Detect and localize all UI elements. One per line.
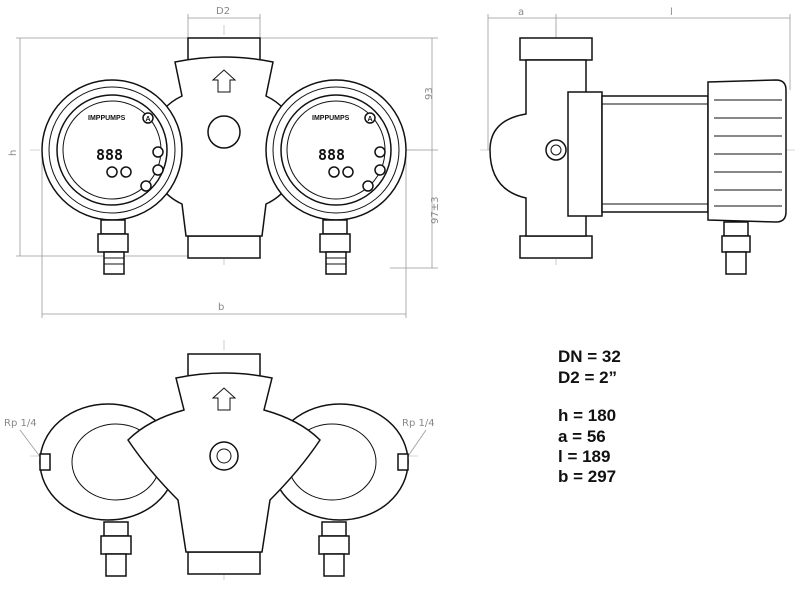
power-button-right[interactable] — [362, 180, 374, 192]
dim-93-label: 93 — [424, 87, 435, 100]
cable-gland-right — [319, 219, 351, 275]
dim-h: h — [8, 37, 190, 257]
display-left: 888 — [96, 146, 123, 164]
cable-gland-left — [97, 219, 129, 275]
power-button-left[interactable] — [140, 180, 152, 192]
dim-h-label: h — [8, 150, 19, 156]
button-left-b[interactable] — [120, 166, 132, 178]
minus-button-right[interactable] — [374, 146, 386, 158]
dim-l-label: l — [670, 7, 673, 18]
side-cable-gland — [721, 221, 751, 275]
dim-d2: D2 — [187, 6, 261, 38]
dim-l: l — [556, 7, 791, 90]
display-right: 888 — [318, 146, 345, 164]
spec-block: DN = 32 D2 = 2” h = 180 a = 56 l = 189 b… — [558, 347, 621, 486]
side-terminal-box — [707, 79, 787, 223]
mode-button-left[interactable] — [142, 112, 154, 124]
spec-d2: D2 = 2” — [558, 368, 617, 387]
spec-a: a = 56 — [558, 427, 606, 446]
spec-h: h = 180 — [558, 406, 616, 425]
svg-text:A: A — [146, 116, 151, 123]
plus-button-right[interactable] — [374, 164, 386, 176]
spec-dn: DN = 32 — [558, 347, 621, 366]
side-view: a l — [480, 7, 795, 275]
dim-d2-label: D2 — [216, 6, 230, 17]
mode-button-right[interactable] — [364, 112, 376, 124]
rp-right-label: Rp 1/4 — [402, 418, 435, 429]
motor-head-right: IMPPUMPS 888 A — [265, 79, 407, 221]
button-right-b[interactable] — [342, 166, 354, 178]
spec-b: b = 297 — [558, 467, 616, 486]
cooling-fins — [714, 99, 782, 207]
dim-b-label: b — [218, 302, 224, 313]
bottom-view: Rp 1/4 Rp 1/4 — [4, 340, 435, 580]
side-top-flange — [519, 37, 593, 61]
dim-b: b — [41, 150, 407, 318]
bottom-view-bottom-flange — [187, 551, 261, 575]
minus-button-left[interactable] — [152, 146, 164, 158]
rp-left-label: Rp 1/4 — [4, 418, 37, 429]
port-left — [39, 453, 51, 471]
side-motor — [601, 95, 709, 213]
center-port — [207, 115, 241, 149]
dim-a-label: a — [518, 7, 524, 18]
side-adapter — [567, 91, 603, 217]
bottom-flow-arrow-icon — [211, 387, 237, 411]
bottom-flange — [187, 235, 261, 259]
dim-97-label: 97±3 — [430, 197, 441, 224]
side-bottom-flange — [519, 235, 593, 259]
port-right — [397, 453, 409, 471]
plus-button-left[interactable] — [152, 164, 164, 176]
bottom-center-port — [209, 441, 239, 471]
side-vent — [545, 139, 567, 161]
flow-arrow-icon — [211, 69, 237, 93]
button-left-a[interactable] — [106, 166, 118, 178]
button-right-a[interactable] — [328, 166, 340, 178]
motor-head-left: IMPPUMPS 888 A — [41, 79, 183, 221]
svg-text:A: A — [368, 116, 373, 123]
spec-l: l = 189 — [558, 447, 610, 466]
front-view: D2 h 93 97±3 b — [8, 6, 441, 318]
brand-label-right: IMPPUMPS — [312, 115, 350, 122]
bottom-cable-gland-right — [318, 521, 350, 577]
brand-label-left: IMPPUMPS — [88, 115, 126, 122]
bottom-cable-gland-left — [100, 521, 132, 577]
